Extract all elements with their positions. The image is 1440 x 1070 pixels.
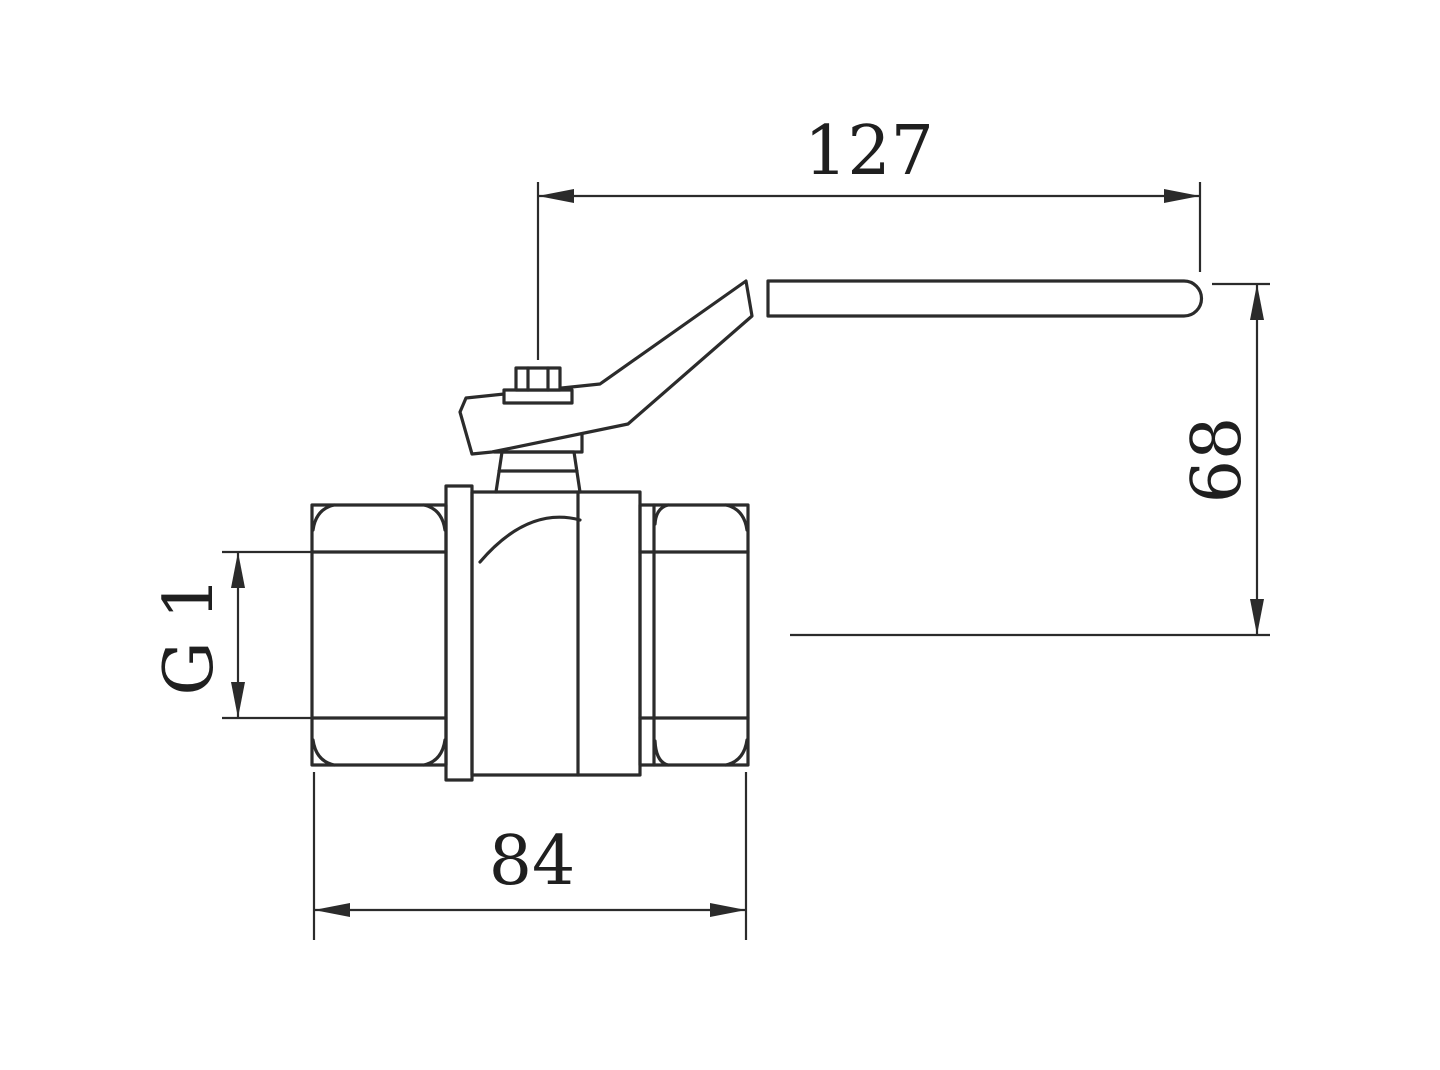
stem-plate xyxy=(502,388,574,405)
handle-arm xyxy=(458,279,754,456)
stem-bolt-head xyxy=(514,366,562,392)
dimension-thread-size: G 1 xyxy=(150,550,312,720)
arrowhead-left xyxy=(538,189,574,203)
arrowhead-bottom xyxy=(1250,599,1264,635)
handle-grip xyxy=(766,279,1204,318)
dim-label-handle-height: 68 xyxy=(1178,417,1257,504)
stem-neck xyxy=(494,450,582,494)
arrowhead-top xyxy=(1250,284,1264,320)
stem-bolt xyxy=(502,366,574,405)
left-hex-outline xyxy=(310,503,448,767)
dimension-handle-length: 127 xyxy=(536,112,1202,360)
dim-label-handle-length: 127 xyxy=(804,112,934,191)
stem-bolt-facets xyxy=(526,366,550,392)
handle xyxy=(458,279,1204,456)
right-hex-outline xyxy=(638,503,750,767)
body-outline xyxy=(470,490,642,777)
arrowhead-right xyxy=(710,903,746,917)
collar-outline xyxy=(444,484,474,782)
dim-label-body-length: 84 xyxy=(489,822,576,901)
dimension-handle-height: 68 xyxy=(790,282,1270,637)
dimension-body-length: 84 xyxy=(312,772,748,940)
left-hex-corner-arcs xyxy=(311,503,447,767)
arrowhead-bottom xyxy=(231,682,245,718)
ball-arc xyxy=(478,515,582,564)
dim-label-thread-size: G 1 xyxy=(150,576,229,695)
arrowhead-left xyxy=(314,903,350,917)
arrowhead-top xyxy=(231,552,245,588)
arrowhead-right xyxy=(1164,189,1200,203)
valve-body xyxy=(310,426,750,782)
right-hex-corner-arcs xyxy=(653,503,749,767)
